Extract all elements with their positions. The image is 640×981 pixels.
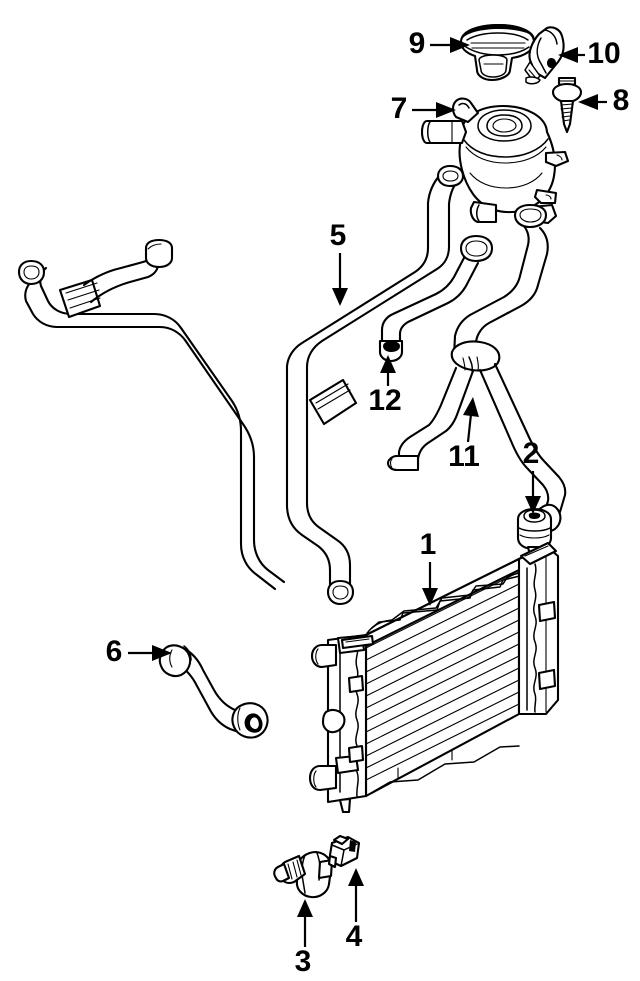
part-coolant-temperature-sensor[interactable] <box>516 507 553 561</box>
callout-12-number: 12 <box>368 384 401 417</box>
callout-9-arrowhead <box>450 37 470 53</box>
callout-11-number: 11 <box>448 440 480 473</box>
callout-4: 4 <box>346 868 364 953</box>
callout-3-arrowhead <box>297 899 313 917</box>
part-sensor-connector[interactable] <box>327 834 361 869</box>
callout-12-arrowhead <box>380 355 396 373</box>
part-lower-radiator-hose[interactable] <box>386 366 475 472</box>
callout-7-number: 7 <box>391 92 408 125</box>
callout-4-arrowhead <box>348 868 364 886</box>
callout-10: 10 <box>558 37 621 70</box>
callout-7-arrowhead <box>436 102 456 118</box>
callout-4-number: 4 <box>346 920 363 953</box>
callout-2-arrowhead <box>525 496 541 514</box>
part-bypass-hose[interactable] <box>158 644 269 739</box>
callout-6: 6 <box>106 635 172 668</box>
callout-3-number: 3 <box>295 945 312 978</box>
part-hose-y-junction[interactable] <box>450 340 501 372</box>
callout-6-arrowhead <box>152 645 172 661</box>
part-right-upper-hose[interactable] <box>452 203 549 360</box>
callout-8-arrowhead <box>578 94 598 110</box>
callout-11: 11 <box>448 397 480 473</box>
callout-1: 1 <box>420 528 438 606</box>
part-left-branch-hose[interactable] <box>17 238 286 591</box>
part-radiator[interactable] <box>308 541 560 814</box>
callout-8: 8 <box>578 84 629 117</box>
callout-2-number: 2 <box>523 437 540 470</box>
callout-9-number: 9 <box>409 27 426 60</box>
part-mounting-screw[interactable] <box>551 76 583 134</box>
part-reservoir-cap[interactable] <box>459 23 536 82</box>
part-heater-hose[interactable] <box>378 234 494 363</box>
callout-8-number: 8 <box>613 84 630 117</box>
callout-5-arrowhead <box>332 288 348 306</box>
callout-10-arrowhead <box>558 47 578 63</box>
callout-2: 2 <box>523 437 541 514</box>
callout-1-arrowhead <box>422 588 438 606</box>
callout-5-number: 5 <box>330 219 347 252</box>
callout-3: 3 <box>295 899 313 978</box>
part-coolant-expansion-tank[interactable] <box>420 97 570 225</box>
part-thermo-switch[interactable] <box>273 850 334 899</box>
callout-1-number: 1 <box>420 528 437 561</box>
callout-6-number: 6 <box>106 635 123 668</box>
callout-11-leader <box>466 413 473 443</box>
callout-5: 5 <box>330 219 348 306</box>
callout-11-arrowhead <box>463 397 479 417</box>
callout-9: 9 <box>409 27 470 60</box>
callout-10-number: 10 <box>587 37 620 70</box>
part-upper-radiator-hose[interactable] <box>285 164 465 606</box>
callout-7: 7 <box>391 92 456 125</box>
callout-12: 12 <box>368 355 402 417</box>
